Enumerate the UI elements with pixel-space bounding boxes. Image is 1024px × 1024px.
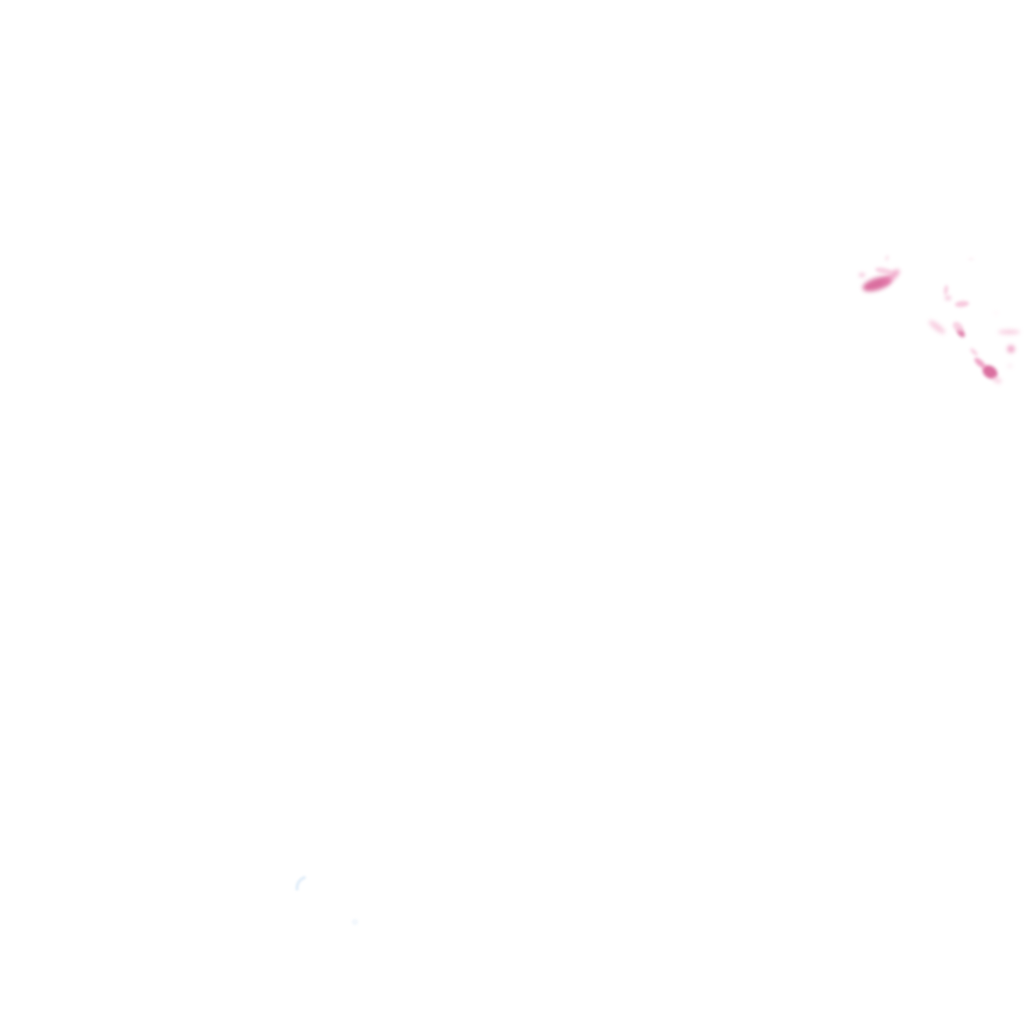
island-northwest-island-hook <box>875 267 893 275</box>
island-central-streak-island <box>928 320 946 334</box>
island-east-square-dot <box>1007 345 1015 353</box>
island-southeast-island-neck <box>974 357 986 369</box>
island-lower-streak <box>970 348 978 356</box>
island-southeast-island-tip <box>992 376 1002 384</box>
blue-marks-layer <box>295 875 358 925</box>
pale-blue-dot <box>352 919 358 925</box>
island-northwest-outlier-dot <box>859 273 865 277</box>
island-southeast-faint-dot <box>1007 364 1013 368</box>
pale-blue-arc <box>295 875 321 901</box>
island-mid-north-nub <box>945 296 951 300</box>
island-central-island-halo <box>952 321 964 333</box>
island-mid-tiny-speck <box>994 312 998 314</box>
land-features-layer <box>859 255 1020 384</box>
island-mid-north-sliver <box>943 285 949 295</box>
island-upper-right-speck <box>968 258 974 260</box>
island-east-horizontal-dash <box>998 330 1020 334</box>
island-north-speck <box>884 255 890 261</box>
island-southeast-main-island <box>982 365 998 379</box>
island-mid-triangle-island <box>955 300 969 308</box>
island-northwest-island-tail <box>882 269 900 285</box>
